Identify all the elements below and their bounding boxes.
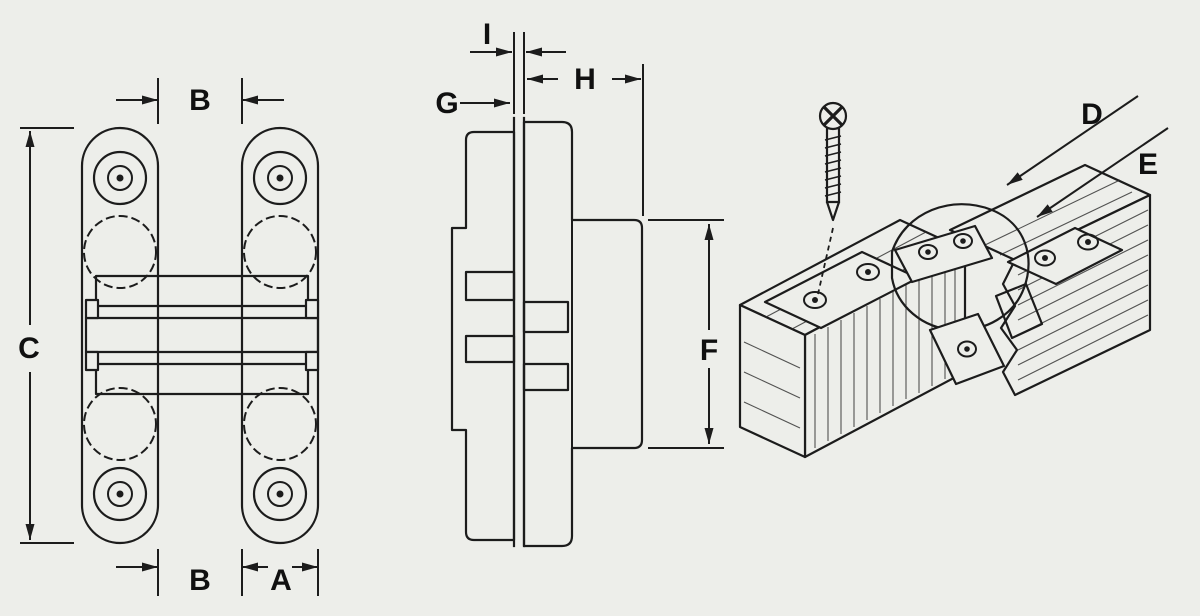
dim-label-i: I [483, 18, 491, 51]
link-bar-bottom [94, 362, 310, 396]
dim-i [470, 32, 566, 114]
dim-label-h: H [574, 63, 596, 96]
dim-label-b-top: B [189, 84, 211, 117]
edge-view: I H G F [435, 18, 724, 548]
dim-label-d: D [1081, 98, 1103, 131]
dim-label-c: C [18, 332, 40, 365]
pivot-pin [84, 350, 100, 372]
dim-label-b-bottom: B [189, 564, 211, 597]
dim-c [20, 127, 74, 544]
right-hinge-leaf [1006, 226, 1124, 286]
hinge-link-body [890, 203, 1044, 386]
dim-label-g: G [435, 87, 458, 120]
screw-holes [92, 150, 308, 522]
dim-d-e [1006, 95, 1169, 218]
pivot-pin [304, 350, 320, 372]
phillips-cross-icon [822, 105, 844, 127]
right-leaf [240, 126, 320, 545]
dim-h [527, 64, 644, 216]
right-plate-profile [522, 120, 644, 548]
dim-f [648, 219, 724, 449]
wood-grain [743, 341, 801, 429]
edge-links [464, 270, 570, 392]
pivot-pin [304, 298, 320, 320]
screw-tip [825, 200, 841, 222]
screw-alignment-dashed-line [817, 227, 834, 295]
left-leaf [80, 126, 160, 545]
link-bar-top [94, 274, 310, 308]
pivot-pin [84, 298, 100, 320]
link-bar-middle [84, 316, 320, 354]
dim-b-a-bottom [116, 549, 319, 596]
dim-b-top [116, 78, 284, 124]
dim-label-e: E [1138, 148, 1158, 181]
link-mechanism [84, 274, 320, 396]
screw-threads [824, 135, 842, 197]
front-view: B C B A [18, 78, 320, 597]
hidden-cup-dashed-circles [83, 215, 317, 461]
installed-3d-view: D E [738, 95, 1169, 459]
wood-screw [817, 101, 848, 295]
dim-label-f: F [700, 334, 718, 367]
dim-label-a: A [270, 564, 292, 597]
